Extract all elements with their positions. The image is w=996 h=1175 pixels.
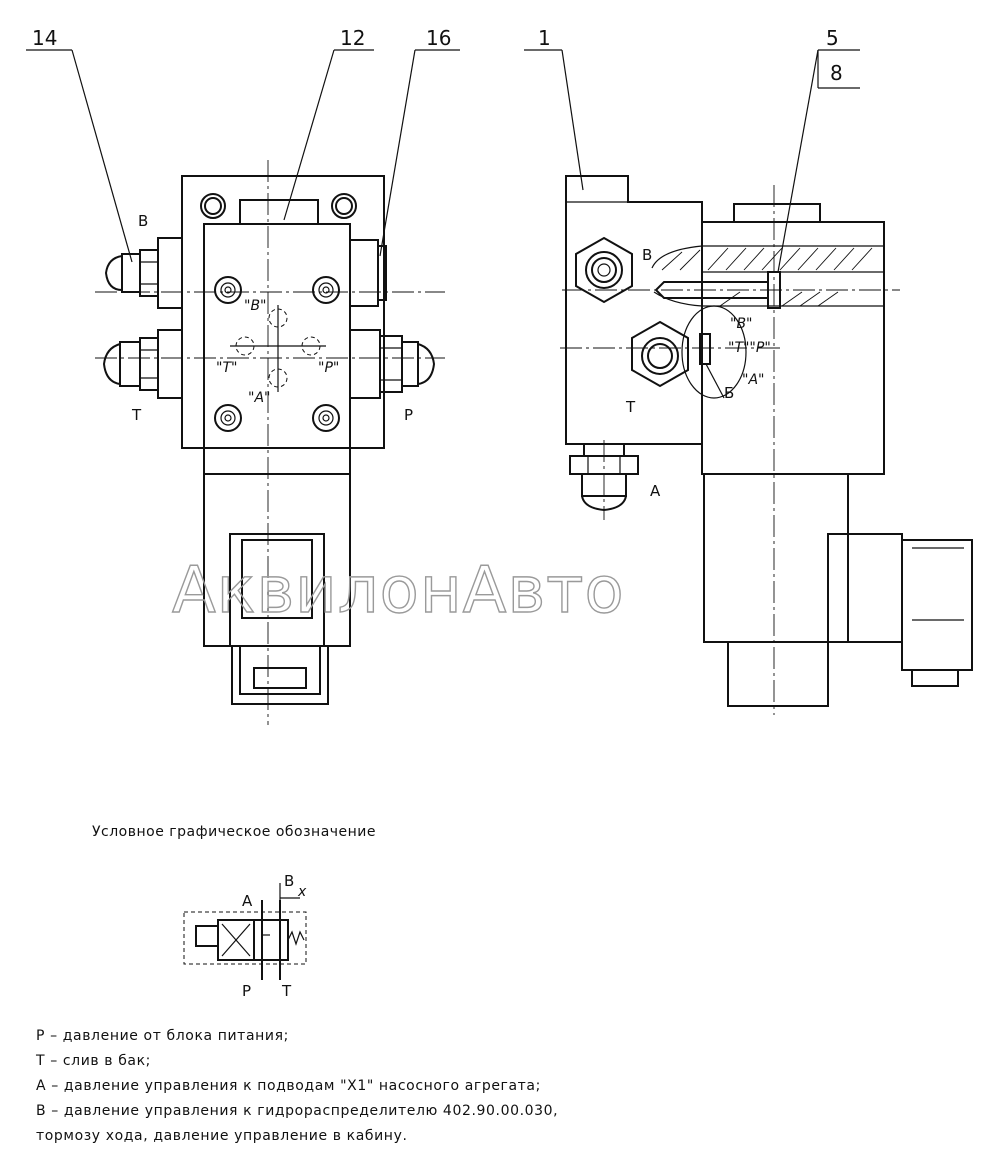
- svg-text:T: T: [281, 982, 292, 1000]
- fitting-B-front: [104, 237, 183, 309]
- legend-line-P: P – давление от блока питания;: [36, 1028, 289, 1044]
- svg-text:A: A: [650, 482, 661, 500]
- hydraulic-symbol: A B x P T: [183, 872, 307, 1000]
- svg-text:"T""P": "T""P": [728, 340, 771, 356]
- svg-text:T: T: [131, 406, 142, 424]
- svg-text:5: 5: [826, 26, 839, 50]
- svg-text:16: 16: [426, 26, 451, 50]
- svg-text:B: B: [284, 872, 294, 890]
- fitting-T-side: [631, 320, 689, 388]
- fitting-P-front: [349, 329, 436, 399]
- svg-text:"T": "T": [216, 360, 237, 376]
- svg-text:"P": "P": [318, 360, 339, 376]
- callout-16: 16: [379, 26, 460, 257]
- svg-text:B: B: [138, 212, 148, 230]
- connector: [827, 533, 973, 687]
- svg-text:"B": "B": [730, 316, 752, 332]
- svg-text:"B": "B": [244, 298, 266, 314]
- front-view: "B" "T" "P" "A": [95, 160, 445, 725]
- fitting-B-side: [575, 236, 633, 304]
- svg-text:P: P: [242, 982, 251, 1000]
- svg-text:"A": "A": [742, 372, 764, 388]
- svg-text:1: 1: [538, 26, 551, 50]
- legend-line-A: A – давление управления к подводам "X1" …: [36, 1078, 541, 1094]
- callout-12: 12: [283, 26, 374, 221]
- svg-text:A: A: [242, 892, 253, 910]
- svg-text:T: T: [625, 398, 636, 416]
- svg-text:8: 8: [830, 61, 843, 85]
- legend-line-T: T – слив в бак;: [36, 1053, 151, 1069]
- fitting-A-side: [569, 443, 639, 512]
- svg-text:"A": "A": [248, 390, 270, 406]
- svg-text:P: P: [404, 406, 413, 424]
- callout-5-8: 5 8: [777, 26, 860, 273]
- watermark: АквилонАвто: [172, 554, 625, 628]
- callout-14: 14: [26, 26, 133, 263]
- hatched-section: [651, 245, 885, 309]
- side-view: "B" "T""P" "A" Б B T A: [560, 175, 973, 715]
- legend-line-B-cont: тормозу хода, давление управление в каби…: [36, 1128, 408, 1144]
- svg-text:B: B: [642, 246, 652, 264]
- bolt-heads: [214, 276, 340, 432]
- legend-line-B: B – давление управления к гидрораспредел…: [36, 1103, 559, 1119]
- svg-text:14: 14: [32, 26, 57, 50]
- symbol-caption: Условное графическое обозначение: [92, 824, 377, 840]
- fitting-16-front: [349, 239, 387, 307]
- fitting-T-front: [102, 329, 183, 399]
- callout-1: 1: [524, 26, 584, 191]
- svg-text:x: x: [297, 884, 307, 900]
- svg-text:Б: Б: [724, 384, 734, 402]
- svg-text:12: 12: [340, 26, 365, 50]
- port-legend: P – давление от блока питания; T – слив …: [36, 1024, 558, 1149]
